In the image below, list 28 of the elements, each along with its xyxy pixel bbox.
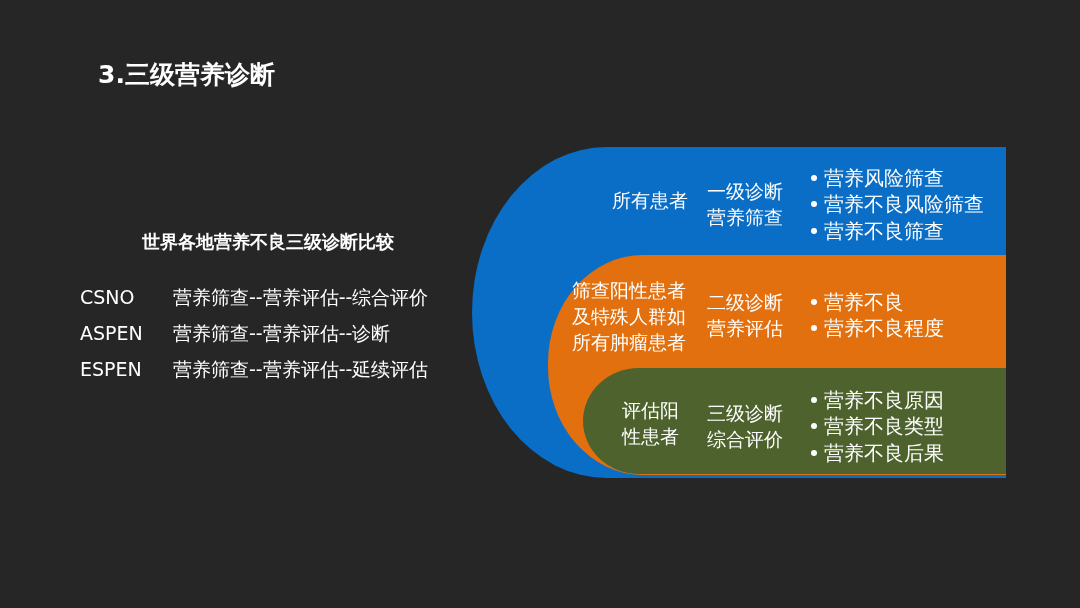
list-item: 营养不良类型 [824,413,944,439]
level-band [472,147,1006,478]
society-name: ASPEN [80,321,143,346]
list-item: 营养风险筛查 [824,165,944,191]
list-item: 营养不良后果 [824,440,944,466]
diagnosis-level: 二级诊断 [706,290,784,315]
society-name: CSNO [80,285,135,310]
society-name: ESPEN [80,357,142,382]
list-item: 营养不良程度 [824,315,944,341]
patient-group: 筛查阳性患者及特殊人群如所有肿瘤患者 [564,277,694,355]
patient-group: 所有患者 [600,187,700,213]
list-item: 营养不良原因 [824,387,944,413]
diagnosis-level: 三级诊断 [706,401,784,426]
level-band [583,368,1006,474]
list-item: 营养不良风险筛查 [824,191,984,217]
diagnosis-type: 营养筛查 [706,205,784,230]
list-item: 营养不良 [824,289,904,315]
diagnosis-level: 一级诊断 [706,179,784,204]
slide-title: 3.三级营养诊断 [98,59,275,91]
patient-group: 评估阳性患者 [614,397,686,449]
table-heading: 世界各地营养不良三级诊断比较 [140,230,395,254]
list-item: 营养不良筛查 [824,218,944,244]
diagnosis-steps: 营养筛查--营养评估--综合评价 [173,284,429,310]
diagnosis-type: 综合评价 [706,427,784,452]
diagnosis-steps: 营养筛查--营养评估--延续评估 [173,356,429,382]
diagnosis-steps: 营养筛查--营养评估--诊断 [173,320,391,346]
diagnosis-type: 营养评估 [706,316,784,341]
level-band [548,255,1006,475]
